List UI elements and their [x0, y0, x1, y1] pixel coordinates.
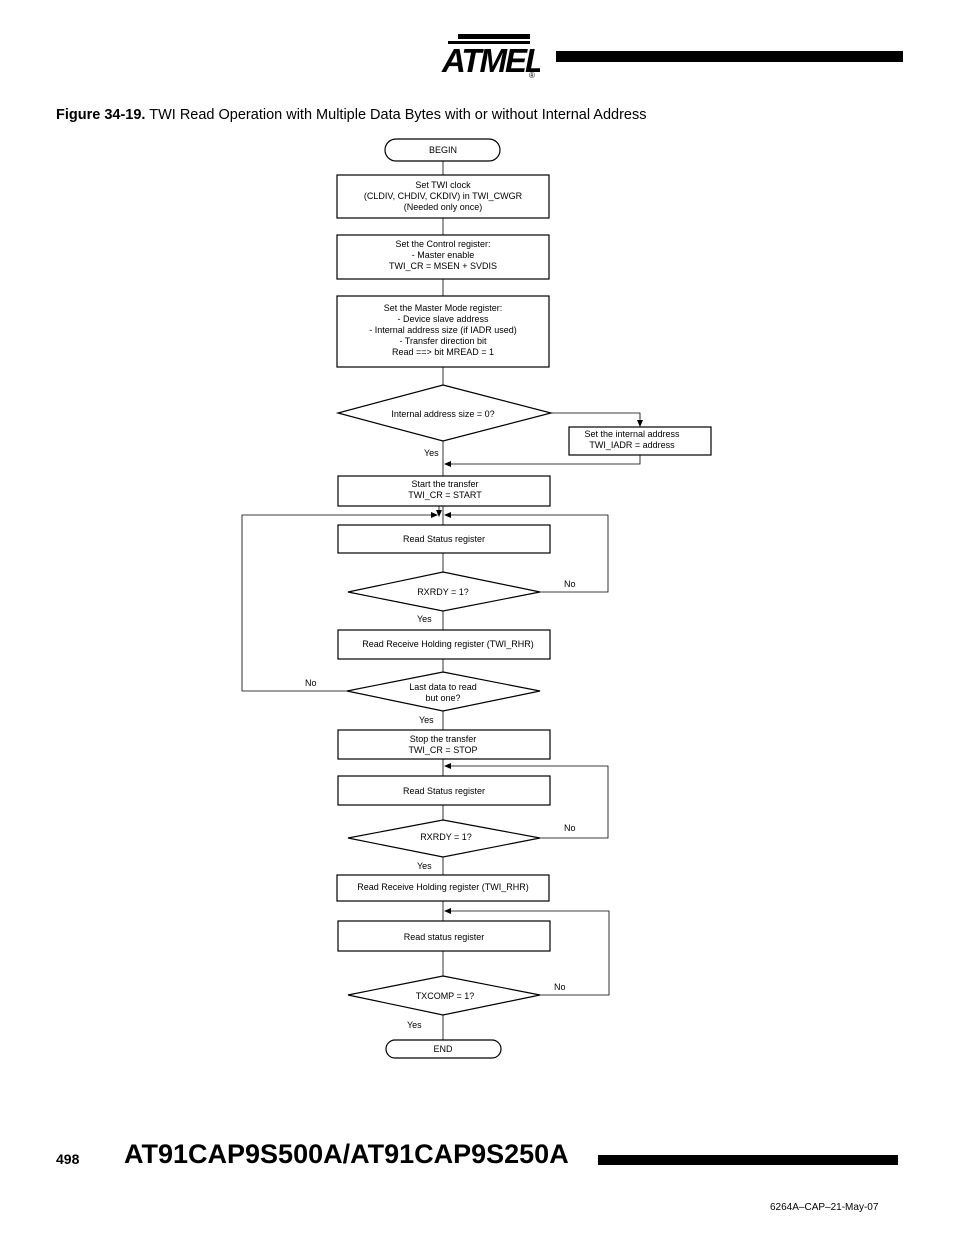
master-mode-line-5: Read ==> bit MREAD = 1 — [392, 347, 494, 357]
set-control-line-1: Set the Control register: — [395, 239, 490, 249]
read-status-label-2: Read Status register — [403, 786, 485, 796]
read-status-box-3 — [337, 920, 551, 952]
master-mode-line-4: - Transfer direction bit — [399, 336, 487, 346]
master-mode-line-3: - Internal address size (if IADR used) — [369, 325, 517, 335]
end-label: END — [433, 1044, 453, 1054]
master-mode-line-1: Set the Master Mode register: — [384, 303, 503, 313]
internal-address-line-2: TWI_IADR = address — [589, 440, 675, 450]
set-clock-box — [336, 174, 550, 219]
last-data-line-1: Last data to read — [409, 682, 477, 692]
yes-label-last-data: Yes — [419, 715, 434, 725]
txcomp-label: TXCOMP = 1? — [416, 991, 475, 1001]
figure-caption: Figure 34-19. TWI Read Operation with Mu… — [56, 107, 646, 123]
yes-label-rxrdy-1: Yes — [417, 614, 432, 624]
no-label-rxrdy-2: No — [564, 823, 576, 833]
read-rhr-label-2: Read Receive Holding register (TWI_RHR) — [357, 882, 529, 892]
set-master-mode-box — [336, 295, 550, 368]
decision-internal-address-label: Internal address size = 0? — [391, 409, 494, 419]
figure-number: Figure 34-19. — [56, 107, 146, 123]
registered-mark: ® — [529, 71, 535, 80]
start-transfer-line-1: Start the transfer — [411, 479, 478, 489]
read-status-label-3: Read status register — [404, 932, 485, 942]
begin-label: BEGIN — [429, 145, 457, 155]
yes-label-txcomp: Yes — [407, 1020, 422, 1030]
end-terminal — [385, 1039, 502, 1059]
set-clock-line-3: (Needed only once) — [404, 202, 483, 212]
no-label-last-data: No — [305, 678, 317, 688]
decision-last-data — [346, 671, 541, 712]
header-rule — [556, 51, 903, 62]
set-clock-line-1: Set TWI clock — [415, 180, 471, 190]
read-status-label-1: Read Status register — [403, 534, 485, 544]
internal-address-line-1: Set the internal address — [584, 429, 680, 439]
stop-transfer-box — [337, 729, 551, 760]
logo-wordmark: ATMEL — [441, 42, 540, 79]
yes-label-iadr: Yes — [424, 448, 439, 458]
document-reference: 6264A–CAP–21-May-07 — [770, 1202, 879, 1213]
page-number: 498 — [56, 1151, 80, 1167]
figure-title: TWI Read Operation with Multiple Data By… — [149, 107, 647, 123]
read-status-box-2 — [337, 775, 551, 806]
no-label-txcomp: No — [554, 982, 566, 992]
yes-label-rxrdy-2: Yes — [417, 861, 432, 871]
decision-internal-address — [335, 384, 554, 442]
footer-rule — [598, 1155, 898, 1165]
read-rhr-box-2 — [336, 874, 550, 902]
decision-txcomp — [347, 975, 541, 1016]
decision-rxrdy-1 — [347, 571, 541, 612]
stop-transfer-line-1: Stop the transfer — [410, 734, 477, 744]
read-rhr-label-1: Read Receive Holding register (TWI_RHR) — [362, 639, 534, 649]
rxrdy-1-label: RXRDY = 1? — [417, 587, 469, 597]
decision-rxrdy-2 — [347, 819, 541, 858]
document-title: AT91CAP9S500A/AT91CAP9S250A — [124, 1139, 569, 1169]
set-clock-line-2: (CLDIV, CHDIV, CKDIV) in TWI_CWGR — [364, 191, 523, 201]
rxrdy-2-label: RXRDY = 1? — [420, 832, 472, 842]
set-internal-address-box — [568, 426, 712, 456]
begin-terminal — [384, 138, 501, 162]
no-label-rxrdy-1: No — [564, 579, 576, 589]
last-data-line-2: but one? — [425, 693, 460, 703]
master-mode-line-2: - Device slave address — [397, 314, 489, 324]
stop-transfer-line-2: TWI_CR = STOP — [408, 745, 477, 755]
start-transfer-box — [337, 475, 551, 507]
set-control-line-3: TWI_CR = MSEN + SVDIS — [389, 261, 497, 271]
read-status-box-1 — [337, 524, 551, 554]
read-rhr-box-1 — [337, 629, 551, 660]
start-transfer-line-2: TWI_CR = START — [408, 490, 482, 500]
atmel-logo: ATMEL ® — [441, 34, 540, 80]
set-control-line-2: - Master enable — [412, 250, 475, 260]
set-control-box — [336, 234, 550, 280]
